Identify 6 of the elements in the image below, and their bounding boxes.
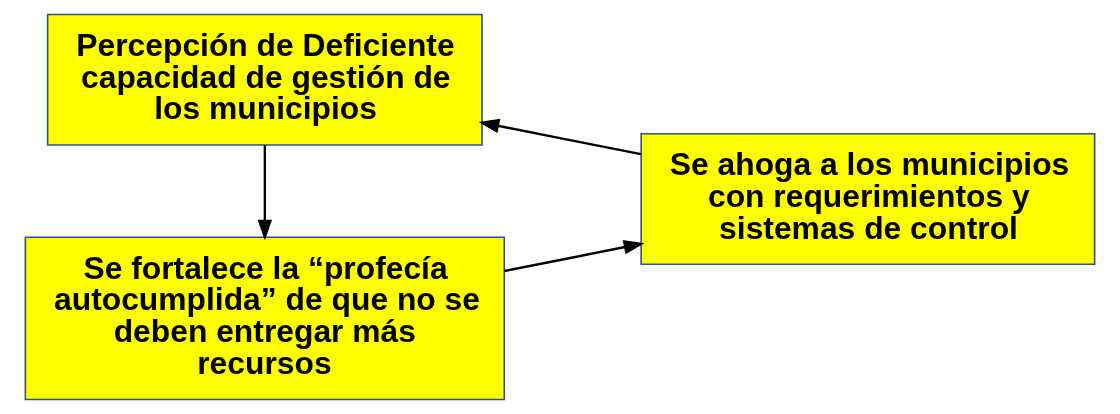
arrow xyxy=(478,118,642,156)
arrow xyxy=(504,240,645,273)
node-box: Se ahoga a los municipios con requerimientos y sistemas de control xyxy=(640,133,1096,266)
node-box: Percepción de Deficiente capacidad de gestión de los municipios xyxy=(46,13,483,146)
node-box: Se fortalece la “profecía autocumplida” de que no se deben entregar más recursos xyxy=(24,236,506,401)
arrow xyxy=(257,145,273,241)
